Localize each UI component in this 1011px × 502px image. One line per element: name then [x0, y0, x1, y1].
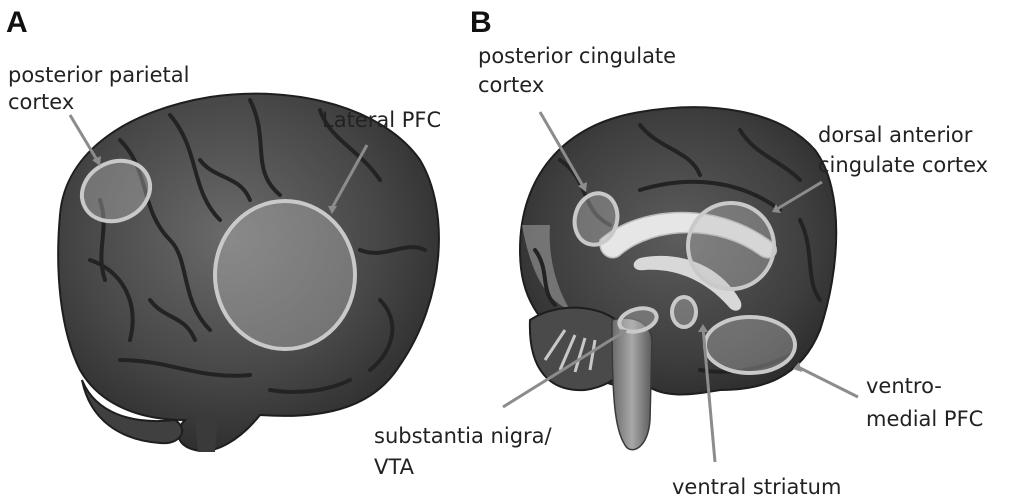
dorsal-anterior-cingulate-region: [688, 203, 774, 289]
label-substantia-nigra-line2: VTA: [374, 455, 415, 479]
label-ventromedial-pfc-line2: medial PFC: [866, 407, 983, 431]
panel-a-letter: A: [6, 6, 28, 39]
panel-b-letter: B: [470, 6, 492, 39]
label-posterior-cingulate-line2: cortex: [478, 73, 544, 97]
panel-b: B: [374, 6, 988, 499]
lateral-pfc-region: [215, 201, 355, 349]
posterior-parietal-pointer: [70, 115, 97, 160]
ventral-striatum-region: [672, 297, 696, 327]
label-ventral-striatum: ventral striatum: [672, 475, 841, 499]
ventromedial-pfc-pointer: [798, 367, 858, 397]
label-lateral-pfc: Lateral PFC: [322, 108, 441, 132]
label-posterior-parietal-line2: cortex: [8, 90, 74, 114]
label-dorsal-anterior-cingulate-line2: cingulate cortex: [818, 153, 988, 177]
label-ventromedial-pfc-line1: ventro-: [866, 374, 942, 398]
label-substantia-nigra-line1: substantia nigra/: [374, 424, 553, 448]
label-posterior-parietal-line1: posterior parietal: [8, 63, 189, 87]
label-dorsal-anterior-cingulate-line1: dorsal anterior: [818, 123, 973, 147]
ventromedial-pfc-region: [705, 317, 795, 373]
label-posterior-cingulate-line1: posterior cingulate: [478, 44, 676, 68]
panel-a: A post: [6, 6, 441, 452]
